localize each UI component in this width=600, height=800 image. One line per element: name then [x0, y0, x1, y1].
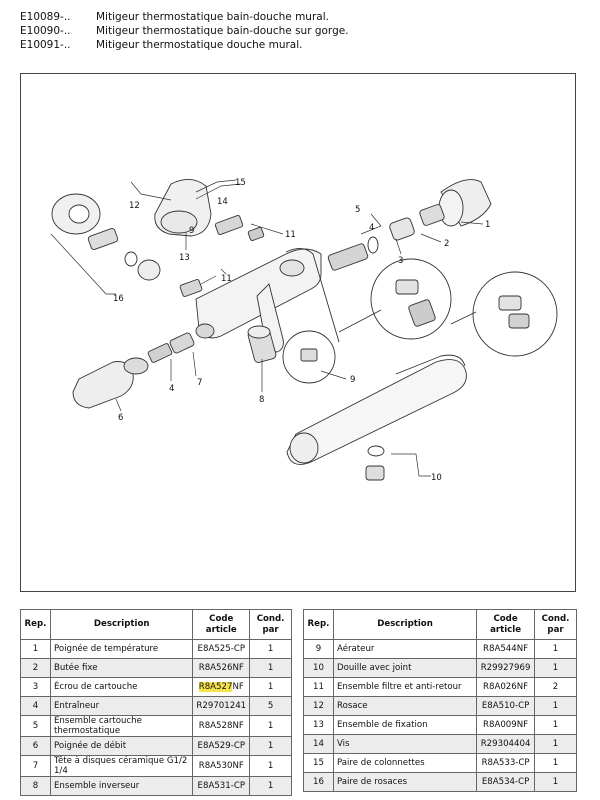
- table-row: 11 Ensemble filtre et anti-retour R8A026…: [303, 677, 577, 697]
- rosaces-drawing: [51, 193, 161, 281]
- shower-column-drawing: [286, 354, 467, 465]
- callout-5: 5: [355, 205, 360, 215]
- callout-4: 4: [169, 384, 174, 394]
- product-title: Mitigeur thermostatique douche mural.: [96, 39, 303, 51]
- callout-13: 13: [179, 253, 190, 263]
- callout-4b: 4: [369, 223, 374, 233]
- product-code: E10089-..: [20, 11, 71, 23]
- valve-body-drawing: [195, 248, 340, 353]
- callout-12: 12: [129, 201, 140, 211]
- callout-14: 14: [217, 197, 228, 207]
- aerator-drawing: [365, 445, 385, 481]
- table-row: 14 Vis R29304404 1: [303, 734, 577, 754]
- exploded-view-drawing: 1 2 3 4 5 6 7 8 9 10 11 12 13 14 15 16 1…: [50, 178, 558, 483]
- highlighted-code: R8A527NF: [192, 677, 251, 697]
- col-description: Description: [49, 609, 194, 640]
- table-row: 4 Entraîneur R29701241 5: [20, 696, 292, 716]
- callout-9b: 9: [189, 226, 194, 236]
- callout-7: 7: [197, 378, 202, 388]
- callout-8: 8: [259, 395, 264, 405]
- table-row: 9 Aérateur R8A544NF 1: [303, 639, 577, 659]
- callout-9: 9: [350, 375, 355, 385]
- product-code: E10091-..: [20, 39, 71, 51]
- table-row: 16 Paire de rosaces E8A534-CP 1: [303, 772, 577, 792]
- callout-16: 16: [113, 294, 124, 304]
- table-row: 13 Ensemble de fixation R8A009NF 1: [303, 715, 577, 735]
- callout-15: 15: [235, 178, 246, 188]
- table-row: 1 Poignée de température E8A525-CP 1: [20, 639, 292, 659]
- callout-3: 3: [398, 256, 403, 266]
- col-rep: Rep.: [20, 609, 51, 640]
- document-header: E10089-.. Mitigeur thermostatique bain-d…: [20, 10, 580, 52]
- callout-11b: 11: [221, 274, 232, 284]
- detail-circles-drawing: [282, 258, 558, 384]
- col-description: Description: [332, 609, 478, 640]
- table-row: 2 Butée fixe R8A526NF 1: [20, 658, 292, 678]
- callout-2: 2: [444, 239, 449, 249]
- table-row: 15 Paire de colonnettes R8A533-CP 1: [303, 753, 577, 773]
- table-row: 3 Écrou de cartouche R8A527NF 1: [20, 677, 292, 697]
- callout-labels: 1 2 3 4 5 6 7 8 9 10 11 12 13 14 15 16 1…: [113, 178, 490, 483]
- header-row: E10091-.. Mitigeur thermostatique douche…: [20, 38, 580, 52]
- table-row: 7 Tête à disques céramique G1/2 1/4 R8A5…: [20, 755, 292, 777]
- col-rep: Rep.: [303, 609, 334, 640]
- product-title: Mitigeur thermostatique bain-douche sur …: [96, 25, 349, 37]
- temperature-handle-drawing: [438, 179, 492, 227]
- callout-6: 6: [118, 413, 123, 423]
- table-row: 6 Poignée de débit E8A529-CP 1: [20, 736, 292, 756]
- flow-handle-drawing: [72, 332, 195, 409]
- leader-lines: [50, 179, 484, 477]
- product-code: E10090-..: [20, 25, 71, 37]
- table-row: 10 Douille avec joint R29927969 1: [303, 658, 577, 678]
- callout-11: 11: [285, 230, 296, 240]
- table-row: 8 Ensemble inverseur E8A531-CP 1: [20, 776, 292, 796]
- code-highlight: R8A527: [198, 682, 233, 692]
- header-row: E10090-.. Mitigeur thermostatique bain-d…: [20, 24, 580, 38]
- col-cond: Cond.par: [249, 609, 292, 640]
- product-title: Mitigeur thermostatique bain-douche mura…: [96, 11, 329, 23]
- callout-1: 1: [485, 220, 490, 230]
- col-cond: Cond.par: [534, 609, 577, 640]
- callout-10: 10: [431, 473, 442, 483]
- exploded-view-diagram: 1 2 3 4 5 6 7 8 9 10 11 12 13 14 15 16 1…: [20, 73, 576, 592]
- diverter-drawing: [247, 325, 277, 363]
- table-row: 12 Rosace E8A510-CP 1: [303, 696, 577, 716]
- table-row: 5 Ensemble cartouche thermostatique R8A5…: [20, 715, 292, 737]
- header-row: E10089-.. Mitigeur thermostatique bain-d…: [20, 10, 580, 24]
- cartridge-parts-drawing: [327, 204, 445, 271]
- elbow-connectors-drawing: [154, 179, 265, 297]
